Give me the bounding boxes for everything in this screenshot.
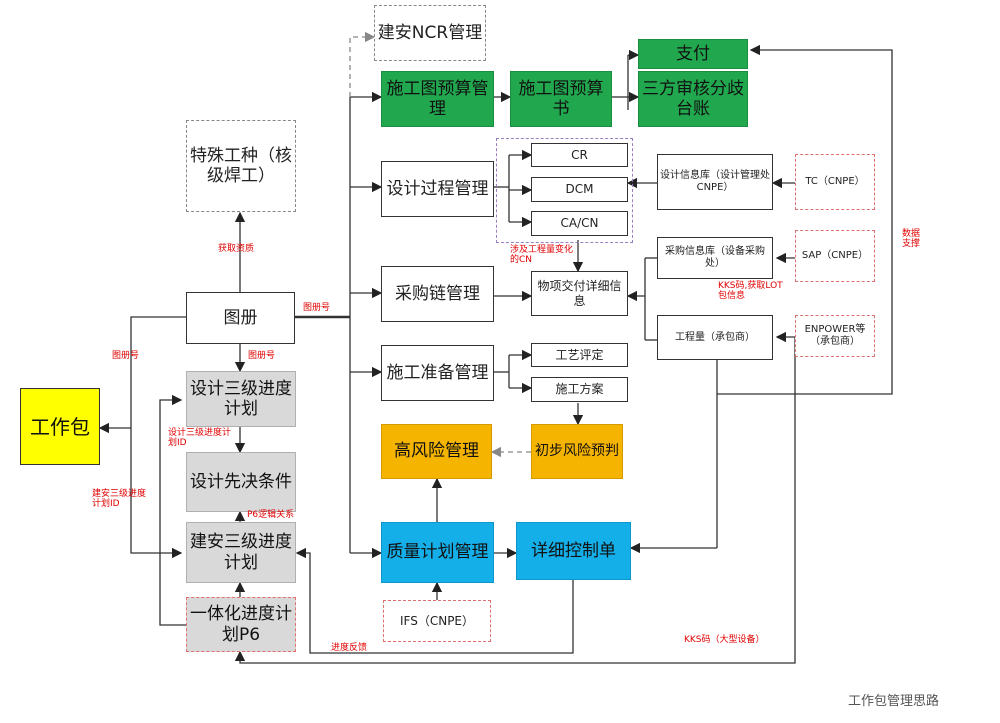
atlas-number-down-label: 图册号 (248, 351, 276, 361)
construction-prep-box[interactable]: 施工准备管理 (381, 345, 494, 401)
design-l3-schedule-box[interactable]: 设计三级进度计划 (186, 371, 296, 427)
procurement-chain-box[interactable]: 采购链管理 (381, 266, 494, 322)
drawing-budget-book-box[interactable]: 施工图预算书 (510, 71, 612, 127)
payment-box[interactable]: 支付 (638, 39, 748, 69)
high-risk-management-box[interactable]: 高风险管理 (381, 424, 492, 479)
skill-qualification-label: 获取资质 (218, 244, 255, 254)
quality-plan-box[interactable]: 质量计划管理 (381, 522, 494, 583)
progress-feedback-label: 进度反馈 (331, 643, 368, 653)
construction-l3-schedule-box[interactable]: 建安三级进度计划 (186, 522, 296, 583)
atlas-box[interactable]: 图册 (186, 292, 295, 344)
process-evaluation-box[interactable]: 工艺评定 (531, 343, 628, 367)
watermark: 工作包管理思路 (848, 694, 940, 709)
initial-risk-box[interactable]: 初步风险预判 (531, 424, 623, 479)
ncr-management-box[interactable]: 建安NCR管理 (374, 5, 486, 61)
sap-box[interactable]: SAP（CNPE） (795, 230, 875, 282)
construction-l3-id-label: 建安三级进度计划ID (92, 489, 147, 509)
enpower-box[interactable]: ENPOWER等（承包商） (795, 315, 875, 357)
purchase-info-db-box[interactable]: 采购信息库（设备采购处） (657, 237, 773, 279)
kks-lot-label: KKS码,获取LOT包信息 (718, 281, 783, 301)
dcm-box[interactable]: DCM (531, 177, 628, 202)
work-package-box[interactable]: 工作包 (20, 388, 100, 465)
data-support-label: 数据支撑 (902, 229, 921, 249)
integrated-p6-schedule-box[interactable]: 一体化进度计划P6 (186, 597, 296, 652)
special-trade-box[interactable]: 特殊工种（核级焊工） (186, 120, 296, 212)
design-change-label: 涉及工程量变化的CN (510, 245, 574, 265)
design-change-group (496, 138, 633, 243)
drawing-budget-management-box[interactable]: 施工图预算管理 (381, 71, 494, 127)
tc-box[interactable]: TC（CNPE） (795, 154, 875, 210)
design-l3-id-label: 设计三级进度计划ID (168, 428, 232, 448)
third-party-ledger-box[interactable]: 三方审核分歧台账 (638, 71, 748, 127)
design-info-db-box[interactable]: 设计信息库（设计管理处CNPE） (657, 154, 773, 210)
detail-control-box[interactable]: 详细控制单 (516, 522, 631, 580)
ifs-box[interactable]: IFS（CNPE） (383, 600, 491, 642)
construction-plan-box[interactable]: 施工方案 (531, 377, 628, 402)
p6-logic-label: P6逻辑关系 (247, 510, 295, 520)
ca-cn-box[interactable]: CA/CN (531, 211, 628, 236)
cr-box[interactable]: CR (531, 143, 628, 167)
design-process-box[interactable]: 设计过程管理 (381, 161, 494, 217)
atlas-number-label: 图册号 (303, 303, 331, 313)
material-delivery-box[interactable]: 物项交付详细信息 (531, 271, 628, 316)
kks-equipment-label: KKS码（大型设备） (684, 635, 765, 645)
design-prerequisite-box[interactable]: 设计先决条件 (186, 452, 296, 512)
quantity-box[interactable]: 工程量（承包商） (657, 315, 773, 360)
atlas-number-left-label: 图册号 (112, 351, 140, 361)
